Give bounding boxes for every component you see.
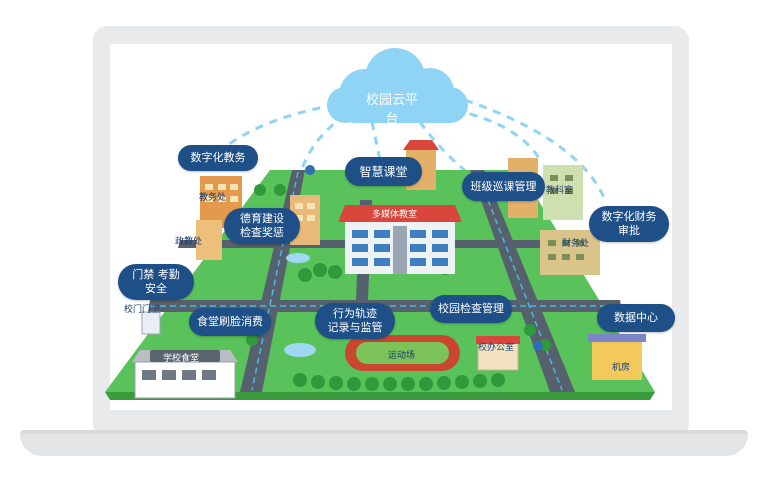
server-room-building (588, 334, 646, 380)
cloud-icon (327, 48, 468, 123)
label-finance-office: 财务处 (562, 239, 590, 249)
callout-behavior-track[interactable]: 行为轨迹 记录与监管 (315, 303, 395, 339)
parking-signs (305, 165, 543, 351)
label-principal-office: 校办公室 (478, 343, 515, 353)
principal-office (476, 336, 520, 371)
label-school-gate: 校门门卫 (124, 305, 161, 315)
callout-smart-classroom[interactable]: 智慧课堂 (345, 157, 422, 186)
label-teaching-room: 教科室 (546, 186, 574, 196)
label-canteen: 学校食堂 (163, 354, 200, 364)
callout-moral-education[interactable]: 德育建设 检查奖惩 (224, 208, 300, 244)
label-server-room: 机房 (612, 363, 631, 373)
callout-gate-security[interactable]: 门禁 考勤 安全 (118, 264, 194, 300)
fountain (284, 343, 316, 357)
laptop-base (20, 434, 748, 456)
cloud-platform-label: 校园云平台 (365, 93, 418, 127)
callout-data-center[interactable]: 数据中心 (597, 304, 675, 332)
gate-booth (141, 311, 161, 335)
label-academic-office: 教务处 (199, 193, 227, 203)
multimedia-building (338, 205, 462, 274)
callout-canteen-payment[interactable]: 食堂刷脸消费 (189, 308, 271, 336)
callout-campus-inspection[interactable]: 校园检查管理 (430, 295, 512, 323)
label-multimedia-classroom: 多媒体教室 (372, 210, 418, 220)
callout-class-patrol[interactable]: 班级巡课管理 (462, 172, 545, 201)
label-playground: 运动场 (388, 351, 416, 361)
label-political-office: 政教处 (175, 237, 203, 247)
callout-digital-teaching[interactable]: 数字化教务 (178, 145, 258, 171)
right-buildings (508, 158, 600, 275)
callout-digital-finance[interactable]: 数字化财务 审批 (589, 206, 669, 242)
canteen-building (132, 350, 238, 399)
